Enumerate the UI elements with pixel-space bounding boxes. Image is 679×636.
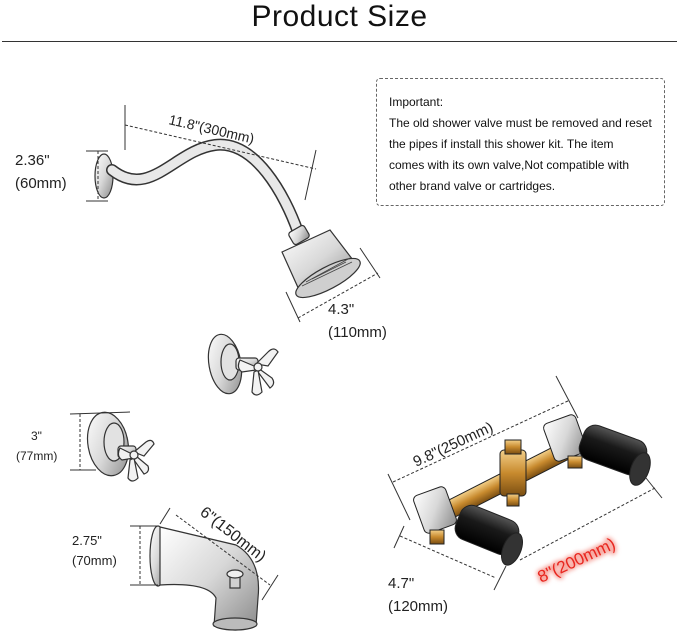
valve-width-label: 9.8"(250mm) xyxy=(411,419,496,471)
valve-center-label: 8"(200mm) xyxy=(535,534,619,587)
handle-mm-label: (77mm) xyxy=(16,449,57,463)
diverter-knob xyxy=(226,569,244,579)
head-inch-label: 4.3" xyxy=(328,301,354,318)
valve-depth-inch-label: 4.7" xyxy=(388,575,414,592)
spout-diameter-mm-label: (70mm) xyxy=(72,553,117,568)
page-title: Product Size xyxy=(251,0,428,33)
flange-dimension: 2.36" (60mm) xyxy=(15,150,108,202)
spout-diameter-inch-label: 2.75" xyxy=(72,533,102,548)
handle-dimension: 3" (77mm) xyxy=(16,411,131,471)
valve-cartridge-right xyxy=(578,424,651,486)
valve-center-dimension: 8"(200mm) 8"(200mm) xyxy=(519,477,663,588)
cross-handle-bottom xyxy=(117,439,155,482)
lower-handle-drawing xyxy=(86,411,155,482)
valve-depth-dimension: 4.7" (120mm) xyxy=(388,525,507,615)
valve-body-drawing xyxy=(413,414,651,566)
shower-head xyxy=(281,224,361,299)
spout-diameter-dimension: 2.75" (70mm) xyxy=(72,525,158,586)
shower-arm xyxy=(107,140,303,237)
valve-cartridge-left xyxy=(454,504,523,566)
important-note: Important: The old shower valve must be … xyxy=(376,78,665,206)
arm-length-dimension: 11.8"(300mm) xyxy=(124,105,317,201)
cross-handle-top xyxy=(237,348,279,396)
valve-center-body xyxy=(499,449,527,497)
head-dimension: 4.3" (110mm) xyxy=(285,247,387,341)
shower-arm-drawing xyxy=(94,138,361,299)
flange-mm-label: (60mm) xyxy=(15,175,67,192)
valve-depth-mm-label: (120mm) xyxy=(388,598,448,615)
head-mm-label: (110mm) xyxy=(328,324,387,341)
upper-handle-drawing xyxy=(207,333,279,396)
title-divider xyxy=(2,41,677,42)
handle-inch-label: 3" xyxy=(31,429,42,443)
note-body: The old shower valve must be removed and… xyxy=(389,116,652,193)
note-heading: Important: xyxy=(389,95,444,109)
flange-inch-label: 2.36" xyxy=(15,152,50,169)
